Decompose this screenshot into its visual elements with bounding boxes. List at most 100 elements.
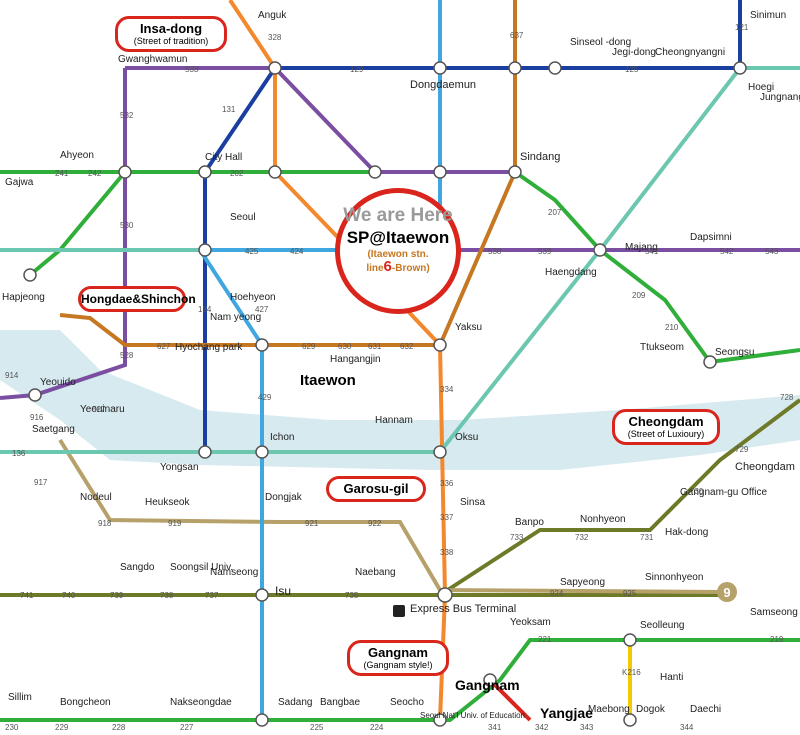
station-cityhall[interactable]: City Hall	[205, 152, 242, 163]
station-nodeul[interactable]: Nodeul	[80, 492, 112, 503]
station-haengdang[interactable]: Haengdang	[545, 267, 597, 278]
code-729: 729	[735, 445, 749, 454]
code-630: 630	[338, 342, 352, 351]
callout-hongdae-title: Hongdae&Shinchon	[81, 292, 196, 306]
station-hapjeong[interactable]: Hapjeong	[2, 292, 45, 303]
code-631: 631	[368, 342, 382, 351]
station-nonhyeon[interactable]: Nonhyeon	[580, 514, 626, 525]
station-yaksu[interactable]: Yaksu	[455, 322, 482, 333]
station-soongsil[interactable]: Soongsil Univ.	[170, 562, 233, 573]
callout-cheongdam[interactable]: Cheongdam (Street of Luxioury)	[612, 409, 720, 445]
station-gajwa[interactable]: Gajwa	[5, 177, 34, 188]
station-sinsa[interactable]: Sinsa	[460, 497, 485, 508]
station-hanti[interactable]: Hanti	[660, 672, 683, 683]
station-sindang[interactable]: Sindang	[520, 151, 560, 163]
code-344: 344	[680, 723, 694, 732]
station-gangnamgu[interactable]: Gangnam-gu Office	[680, 487, 768, 498]
station-sinimun[interactable]: Sinimun	[750, 10, 786, 21]
code-528: 528	[120, 351, 134, 360]
code-131: 131	[222, 105, 236, 114]
station-yangjae[interactable]: Yangjae	[540, 705, 593, 721]
code-921: 921	[305, 519, 319, 528]
code-K216: K216	[622, 668, 641, 677]
code-924: 924	[550, 589, 564, 598]
station-nakseongdae[interactable]: Nakseongdae	[170, 697, 232, 708]
code-224: 224	[370, 723, 384, 732]
station-namseong[interactable]: Namseong	[210, 567, 258, 578]
station-yeouido[interactable]: Yeouido	[40, 377, 76, 388]
station-hangangjin[interactable]: Hangangjin	[330, 354, 381, 365]
station-majang[interactable]: Majang	[625, 242, 658, 253]
station-cheongdam[interactable]: Cheongdam	[735, 461, 795, 473]
code-219: 219	[770, 635, 784, 644]
station-hakdong[interactable]: Hak-dong	[665, 527, 708, 538]
station-ahyeon[interactable]: Ahyeon	[60, 150, 94, 161]
station-sillim[interactable]: Sillim	[8, 692, 32, 703]
code-916: 916	[30, 413, 44, 422]
code-209: 209	[632, 291, 646, 300]
callout-gangnam[interactable]: Gangnam (Gangnam style!)	[347, 640, 449, 676]
station-saetgang[interactable]: Saetgang	[32, 424, 75, 435]
station-bangbae[interactable]: Bangbae	[320, 697, 360, 708]
station-express-bus[interactable]: Express Bus Terminal	[410, 603, 516, 615]
station-gangnam[interactable]: Gangnam	[455, 677, 520, 693]
code-732: 732	[575, 533, 589, 542]
code-221: 221	[538, 635, 552, 644]
station-seongsu[interactable]: Seongsu	[715, 347, 754, 358]
code-129: 129	[350, 65, 364, 74]
code-532: 532	[120, 111, 134, 120]
station-heukseok[interactable]: Heukseok	[145, 497, 190, 508]
station-gwanghwamun[interactable]: Gwanghwamun	[118, 54, 187, 65]
station-dongdaemun[interactable]: Dongdaemun	[410, 79, 476, 91]
callout-insadong[interactable]: Insa-dong (Street of tradition)	[115, 16, 227, 52]
station-banpo[interactable]: Banpo	[515, 517, 544, 528]
callout-cheongdam-title: Cheongdam	[628, 414, 704, 429]
station-daechi[interactable]: Daechi	[690, 704, 721, 715]
station-hyochang[interactable]: Hyochang park	[175, 342, 243, 353]
station-oksu[interactable]: Oksu	[455, 432, 478, 443]
station-yongsan[interactable]: Yongsan	[160, 462, 199, 473]
station-sinseol[interactable]: Sinseol -dong	[570, 37, 631, 48]
code-731: 731	[640, 533, 654, 542]
station-dapsimni[interactable]: Dapsimni	[690, 232, 732, 243]
station-dogok[interactable]: Dogok	[636, 704, 666, 715]
station-jegidong[interactable]: Jegi-dong	[612, 47, 656, 58]
station-naebang[interactable]: Naebang	[355, 567, 396, 578]
code-134: 134	[198, 305, 212, 314]
callout-gangnam-title: Gangnam	[368, 645, 428, 660]
station-dongjak[interactable]: Dongjak	[265, 492, 303, 503]
code-733: 733	[510, 533, 524, 542]
callout-garosugil[interactable]: Garosu-gil	[326, 476, 426, 502]
station-itaewon[interactable]: Itaewon	[300, 372, 356, 389]
station-hoehyeon[interactable]: Hoehyeon	[230, 292, 276, 303]
we-are-here-bubble[interactable]: We are Here SP@Itaewon (Itaewon stn. lin…	[335, 188, 461, 314]
station-yeoksam[interactable]: Yeoksam	[510, 617, 551, 628]
station-sapyeong[interactable]: Sapyeong	[560, 577, 605, 588]
callout-hongdae[interactable]: Hongdae&Shinchon	[78, 286, 196, 312]
code-632: 632	[400, 342, 414, 351]
station-seoul[interactable]: Seoul	[230, 212, 256, 223]
station-isu[interactable]: Isu	[275, 584, 291, 598]
code-538: 538	[488, 247, 502, 256]
station-maebong[interactable]: Maebong	[588, 704, 630, 715]
station-anguk[interactable]: Anguk	[258, 10, 287, 21]
station-samseong[interactable]: Samseong	[750, 607, 798, 618]
svg-text:9: 9	[723, 585, 730, 600]
station-hoegi[interactable]: Hoegi	[748, 82, 774, 93]
station-seolleung[interactable]: Seolleung	[640, 620, 684, 631]
station-hannam[interactable]: Hannam	[375, 415, 413, 426]
station-ttukseom[interactable]: Ttukseom	[640, 342, 684, 353]
station-ichon[interactable]: Ichon	[270, 432, 294, 443]
station-sangdo[interactable]: Sangdo	[120, 562, 155, 573]
station-sadang[interactable]: Sadang	[278, 697, 312, 708]
station-bongcheon[interactable]: Bongcheon	[60, 697, 111, 708]
code-242: 242	[88, 169, 102, 178]
station-educ[interactable]: Seoul Nat'l Univ. of Education	[420, 711, 525, 720]
station-seocho[interactable]: Seocho	[390, 697, 424, 708]
code-207: 207	[548, 208, 562, 217]
station-yeouinaru[interactable]: Yeouinaru	[80, 404, 125, 415]
station-jungnang[interactable]: Jungnang	[760, 92, 800, 103]
station-namyeong[interactable]: Nam yeong	[210, 312, 261, 323]
station-sinnonhyeon[interactable]: Sinnonhyeon	[645, 572, 703, 583]
station-cheongnyangni[interactable]: Cheongnyangni	[655, 47, 725, 58]
